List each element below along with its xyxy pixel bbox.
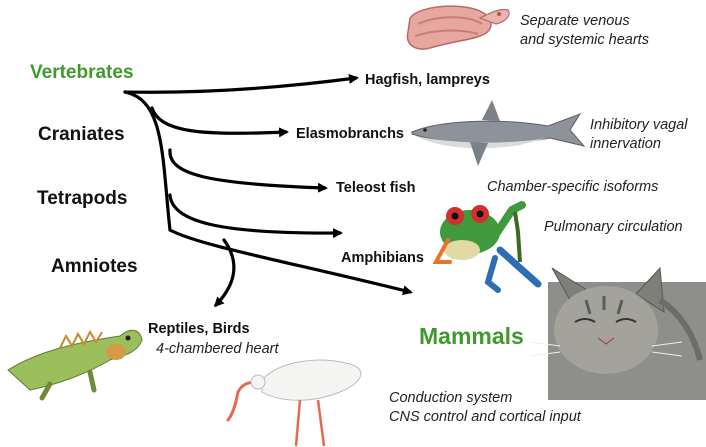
clade-amniotes: Amniotes (51, 256, 138, 278)
branch-amphibians (170, 195, 340, 233)
annotation-amphibian: Pulmonary circulation (544, 218, 683, 237)
clade-vertebrates: Vertebrates (30, 62, 134, 84)
taxon-elasmobranchs: Elasmobranchs (296, 126, 404, 142)
trunk-branch (125, 92, 170, 230)
branch-elasmobranchs (152, 108, 286, 133)
clade-tetrapods: Tetrapods (37, 188, 127, 210)
annotation-shark-line1: Inhibitory vagal (590, 116, 688, 135)
taxon-mammals: Mammals (419, 323, 524, 350)
annotation-hagfish: Separate venous and systemic hearts (520, 12, 649, 50)
clade-craniates: Craniates (38, 124, 125, 146)
annotation-teleost: Chamber-specific isoforms (487, 178, 658, 197)
annotation-mammal-line1: Conduction system (389, 389, 581, 408)
annotation-shark-line2: innervation (590, 135, 688, 154)
annotation-hagfish-line2: and systemic hearts (520, 31, 649, 50)
annotation-mammal-line2: CNS control and cortical input (389, 408, 581, 427)
annotation-reptile: 4-chambered heart (156, 340, 279, 359)
branch-teleost (170, 150, 325, 188)
taxon-hagfish: Hagfish, lampreys (365, 72, 490, 88)
taxon-amphibians: Amphibians (341, 250, 424, 266)
annotation-hagfish-line1: Separate venous (520, 12, 649, 31)
branch-hagfish (125, 78, 356, 92)
annotation-mammal: Conduction system CNS control and cortic… (389, 389, 581, 427)
annotation-shark: Inhibitory vagal innervation (590, 116, 688, 154)
taxon-teleost: Teleost fish (336, 180, 416, 196)
taxon-reptiles-birds: Reptiles, Birds (148, 321, 250, 337)
